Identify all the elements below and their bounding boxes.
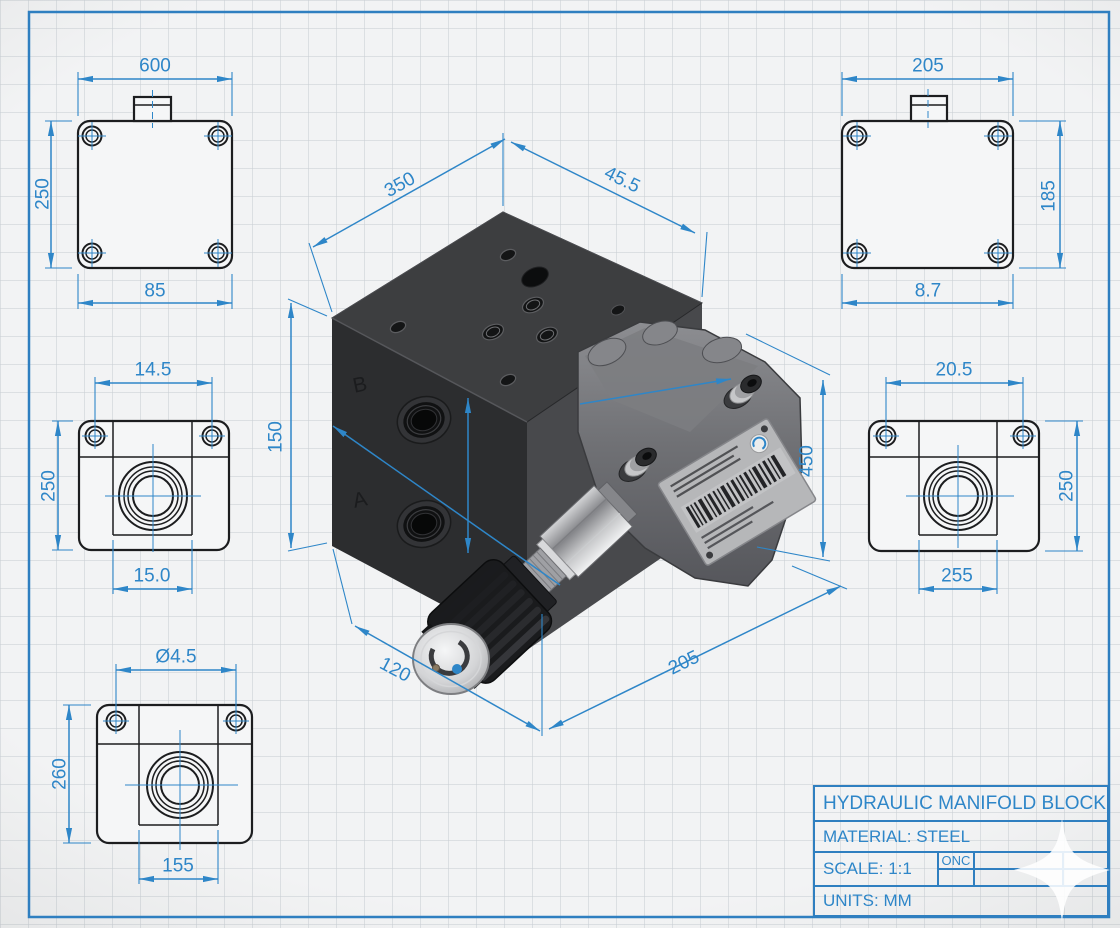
dim-iso-205: 205 [665, 647, 703, 680]
top-face-holes [389, 248, 626, 387]
threaded-port [906, 445, 1014, 548]
iso-dimensions: 350 45.5 150 450 120 205 [266, 133, 848, 736]
bolt-hole [223, 708, 249, 734]
empty-cell [1064, 853, 1107, 870]
title-block: HYDRAULIC MANIFOLD BLOCK MATERIAL: STEEL… [813, 785, 1109, 917]
code-cell: ONC [939, 853, 975, 870]
dim-top-left-height: 250 [33, 178, 54, 210]
dim-bottom-left-top: Ø4.5 [155, 647, 196, 668]
port-B [396, 395, 452, 445]
knob-cap [412, 623, 490, 695]
empty-cell [1064, 870, 1107, 885]
bolt-hole [204, 122, 232, 150]
view-bottom-left: Ø4.5 260 155 [50, 647, 254, 884]
dim-iso-45-5: 45.5 [601, 162, 643, 197]
scale-field: SCALE: 1:1 [815, 853, 939, 885]
valve-nameplate [657, 418, 817, 566]
view-top-left: 600 250 85 [33, 56, 234, 309]
barcode [685, 454, 787, 529]
valve-body [577, 320, 817, 587]
bolt-hole [204, 239, 232, 267]
dim-middle-left-bottom: 15.0 [134, 566, 171, 587]
threaded-port [125, 730, 238, 850]
units-field: UNITS: MM [823, 891, 912, 910]
empty-cell [975, 870, 1064, 885]
bolt-hole [984, 122, 1012, 150]
label-screw [760, 425, 768, 433]
dim-top-right-bottom: 8.7 [915, 281, 941, 302]
dim-iso-120: 120 [376, 653, 414, 686]
push-fitting [723, 374, 762, 409]
bolt-hole [78, 122, 106, 150]
dim-middle-right-bottom: 255 [941, 566, 973, 587]
dim-top-right-height: 185 [1039, 180, 1060, 212]
port-label-b: B [351, 372, 369, 397]
drawing-title: HYDRAULIC MANIFOLD BLOCK [815, 787, 1107, 822]
dim-top-left-bottom: 85 [144, 281, 165, 302]
dim-iso-350: 350 [381, 168, 419, 202]
dim-middle-left-top: 14.5 [135, 360, 172, 381]
dim-middle-left-height: 250 [39, 470, 60, 502]
dim-iso-450: 450 [797, 445, 818, 477]
label-screw [706, 551, 714, 559]
material-field: MATERIAL: STEEL [815, 822, 1107, 853]
dim-middle-right-height: 250 [1057, 470, 1078, 502]
dim-bottom-left-bottom: 155 [162, 856, 194, 877]
view-middle-right: 20.5 250 255 [867, 360, 1083, 594]
dim-bottom-left-height: 260 [50, 758, 71, 790]
bolt-hole [843, 239, 871, 267]
empty-cell [975, 853, 1064, 870]
port-label-a: A [351, 487, 369, 512]
port-A [396, 499, 452, 549]
sheet-border [27, 10, 1111, 919]
dim-top-right-width: 205 [912, 56, 944, 77]
iso-manifold-block: B A [266, 133, 848, 736]
view-top-right: 205 185 8.7 [840, 56, 1066, 309]
view-middle-left: 14.5 250 15.0 [39, 360, 231, 594]
dim-middle-right-top: 20.5 [936, 360, 973, 381]
dim-iso-150: 150 [266, 421, 287, 453]
dim-top-left-width: 600 [139, 56, 171, 77]
empty-cell [939, 870, 975, 885]
bolt-hole [78, 239, 106, 267]
push-fitting [618, 447, 657, 482]
bolt-hole [984, 239, 1012, 267]
valve-gland [520, 481, 638, 595]
block-front-face [332, 318, 527, 650]
threaded-port [105, 444, 201, 552]
bolt-hole [843, 122, 871, 150]
